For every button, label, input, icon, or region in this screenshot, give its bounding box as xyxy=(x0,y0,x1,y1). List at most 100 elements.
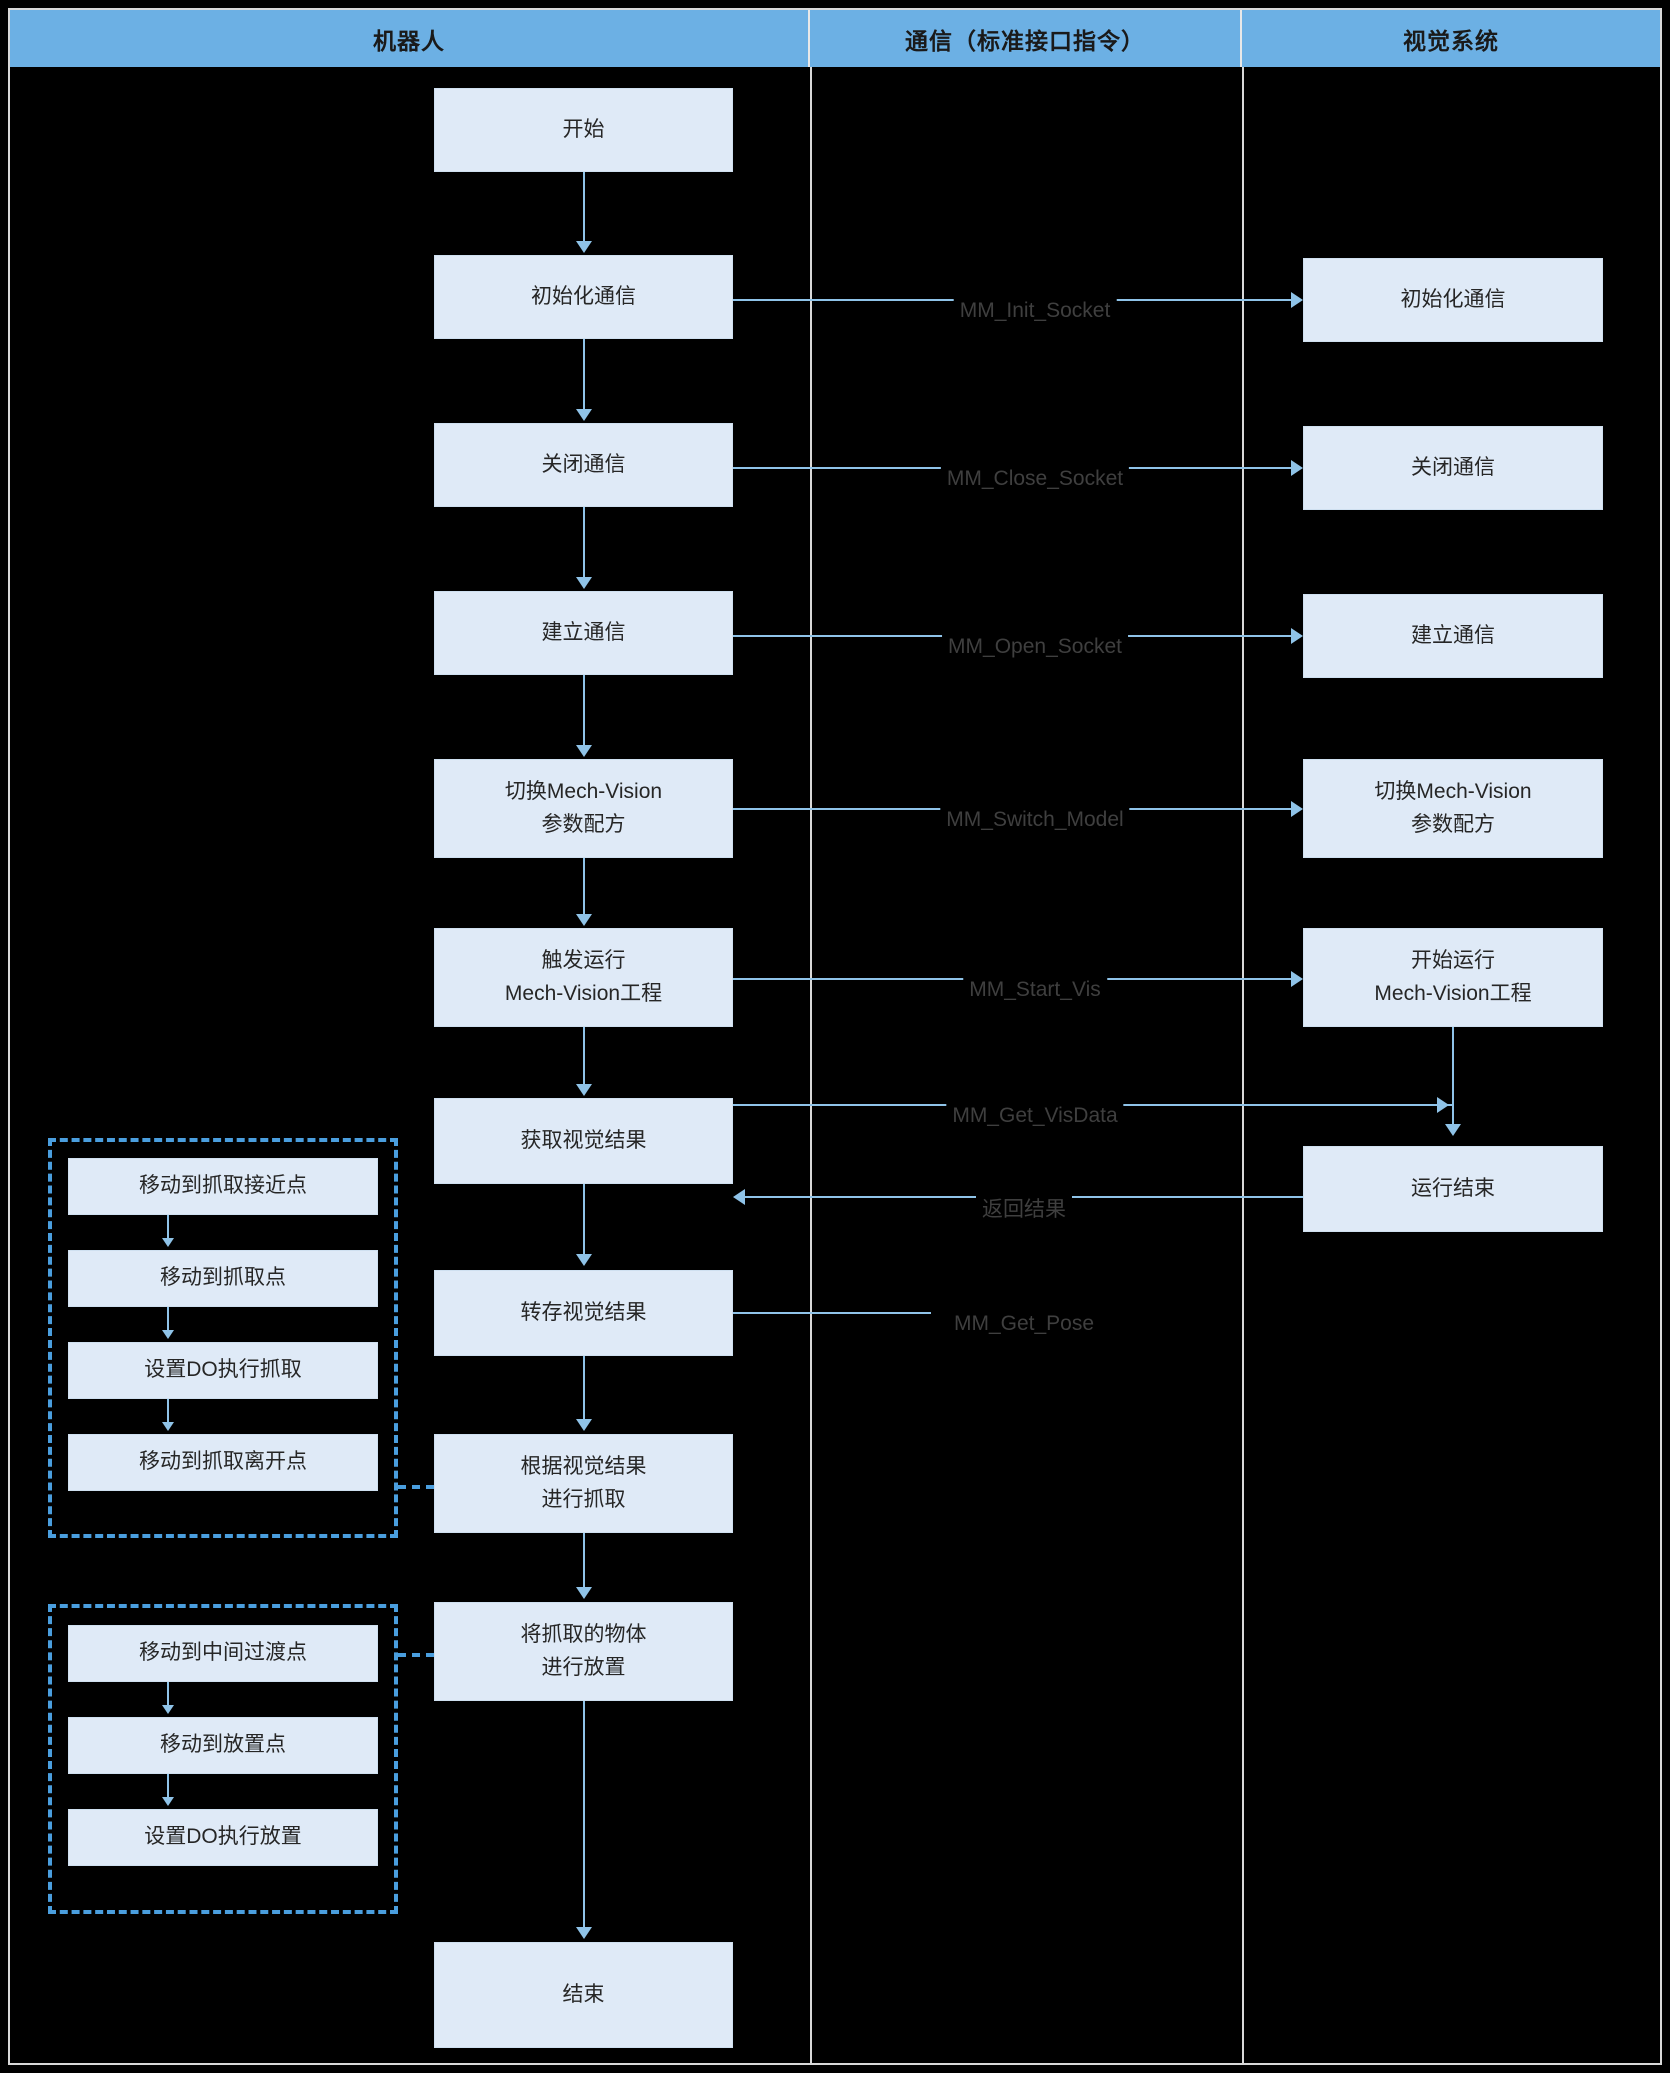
arrowhead-cmd-close xyxy=(1291,460,1303,476)
connector-cmd-getpose xyxy=(733,1312,931,1314)
arrowhead-trigger xyxy=(576,914,592,926)
cmd-label-get-visdata: MM_Get_VisData xyxy=(946,1104,1124,1128)
vision-node-init-comm-line-0: 初始化通信 xyxy=(1400,287,1506,311)
connector-close-to-open xyxy=(583,507,585,578)
node-trigger-vision-line-0: 触发运行 xyxy=(541,948,626,972)
node-open-comm-line-0: 建立通信 xyxy=(541,620,626,644)
pick-subprocess-group xyxy=(48,1138,398,1538)
cmd-label-return-result: 返回结果 xyxy=(976,1193,1072,1223)
node-open-comm[interactable]: 建立通信 xyxy=(434,591,733,675)
connector-pick-1 xyxy=(167,1215,169,1241)
arrowhead-end xyxy=(576,1927,592,1939)
cmd-label-start-vis: MM_Start_Vis xyxy=(963,978,1107,1002)
vision-node-open-comm[interactable]: 建立通信 xyxy=(1303,594,1603,678)
vision-node-close-comm[interactable]: 关闭通信 xyxy=(1303,426,1603,510)
lane-header-robot: 机器人 xyxy=(10,10,810,67)
connector-switch-to-trigger xyxy=(583,858,585,916)
place-step-mid[interactable]: 移动到中间过渡点 xyxy=(68,1625,378,1682)
arrowhead-cmd-getvisdata xyxy=(1437,1097,1449,1113)
node-do-pick-line-0: 根据视觉结果 xyxy=(520,1454,647,1478)
vision-node-run-project-line-1: Mech-Vision工程 xyxy=(1374,981,1532,1005)
node-do-place[interactable]: 将抓取的物体 进行放置 xyxy=(434,1602,733,1701)
cmd-label-get-pose: MM_Get_Pose xyxy=(947,1312,1101,1336)
connector-place-group-to-node xyxy=(398,1653,434,1657)
node-start[interactable]: 开始 xyxy=(434,88,733,172)
vision-node-run-finished[interactable]: 运行结束 xyxy=(1303,1146,1603,1232)
diagram-frame xyxy=(8,8,1662,2065)
node-close-comm[interactable]: 关闭通信 xyxy=(434,423,733,507)
cmd-label-switch-model: MM_Switch_Model xyxy=(940,808,1130,832)
node-get-vision-result-line-0: 获取视觉结果 xyxy=(520,1128,647,1152)
arrowhead-switch xyxy=(576,745,592,757)
arrowhead-place-2 xyxy=(162,1797,174,1806)
node-switch-model-line-0: 切换Mech-Vision xyxy=(504,779,663,803)
pick-step-set-do[interactable]: 设置DO执行抓取 xyxy=(68,1342,378,1399)
pick-step-set-do-label: 设置DO执行抓取 xyxy=(144,1358,302,1382)
node-init-comm[interactable]: 初始化通信 xyxy=(434,255,733,339)
vision-node-run-finished-line-0: 运行结束 xyxy=(1411,1176,1495,1200)
lane-header-vision-label: 视觉系统 xyxy=(1403,27,1499,54)
node-save-vision-result[interactable]: 转存视觉结果 xyxy=(434,1270,733,1356)
arrowhead-cmd-return xyxy=(733,1189,745,1205)
vision-node-run-project-line-0: 开始运行 xyxy=(1411,948,1495,972)
lane-header-vision: 视觉系统 xyxy=(1242,10,1660,67)
node-switch-model[interactable]: 切换Mech-Vision 参数配方 xyxy=(434,759,733,858)
lane-separator-1 xyxy=(810,67,812,2063)
cmd-label-init-socket: MM_Init_Socket xyxy=(953,299,1117,323)
arrowhead-cmd-start xyxy=(1291,971,1303,987)
pick-step-depart[interactable]: 移动到抓取离开点 xyxy=(68,1434,378,1491)
connector-init-to-close xyxy=(583,339,585,410)
vision-node-init-comm[interactable]: 初始化通信 xyxy=(1303,258,1603,342)
node-start-line-0: 开始 xyxy=(562,117,605,141)
vision-node-switch-model-line-0: 切换Mech-Vision xyxy=(1374,779,1532,803)
pick-step-point[interactable]: 移动到抓取点 xyxy=(68,1250,378,1307)
arrowhead-pick-2 xyxy=(162,1330,174,1339)
lane-header-band: 机器人 通信（标准接口指令） 视觉系统 xyxy=(10,10,1660,67)
vision-node-open-comm-line-0: 建立通信 xyxy=(1411,623,1495,647)
place-step-set-do-label: 设置DO执行放置 xyxy=(144,1825,302,1849)
arrowhead-cmd-init xyxy=(1291,292,1303,308)
node-trigger-vision[interactable]: 触发运行 Mech-Vision工程 xyxy=(434,928,733,1027)
node-do-place-line-0: 将抓取的物体 xyxy=(520,1622,647,1646)
node-get-vision-result[interactable]: 获取视觉结果 xyxy=(434,1098,733,1184)
vision-node-close-comm-line-0: 关闭通信 xyxy=(1411,455,1495,479)
cmd-label-open-socket: MM_Open_Socket xyxy=(942,635,1128,659)
node-init-comm-line-0: 初始化通信 xyxy=(531,284,636,308)
node-end-line-0: 结束 xyxy=(562,1982,605,2006)
pick-step-approach[interactable]: 移动到抓取接近点 xyxy=(68,1158,378,1215)
place-step-point[interactable]: 移动到放置点 xyxy=(68,1717,378,1774)
arrowhead-init xyxy=(576,241,592,253)
node-close-comm-line-0: 关闭通信 xyxy=(541,452,626,476)
arrowhead-place xyxy=(576,1587,592,1599)
vision-node-switch-model[interactable]: 切换Mech-Vision 参数配方 xyxy=(1303,759,1603,858)
cmd-label-close-socket: MM_Close_Socket xyxy=(940,467,1130,491)
connector-open-to-switch xyxy=(583,675,585,746)
arrowhead-pick xyxy=(576,1419,592,1431)
arrowhead-cmd-switch xyxy=(1291,801,1303,817)
arrowhead-open xyxy=(576,577,592,589)
lane-header-comm: 通信（标准接口指令） xyxy=(810,10,1242,67)
place-step-set-do[interactable]: 设置DO执行放置 xyxy=(68,1809,378,1866)
place-step-mid-label: 移动到中间过渡点 xyxy=(139,1641,307,1665)
vision-node-run-project[interactable]: 开始运行 Mech-Vision工程 xyxy=(1303,928,1603,1027)
connector-pick-2 xyxy=(167,1307,169,1333)
node-trigger-vision-line-1: Mech-Vision工程 xyxy=(504,981,663,1005)
arrowhead-place-1 xyxy=(162,1705,174,1714)
connector-getvis-to-savevis xyxy=(583,1184,585,1256)
vision-node-switch-model-line-1: 参数配方 xyxy=(1411,812,1495,836)
arrowhead-vision-done xyxy=(1445,1124,1461,1136)
node-end[interactable]: 结束 xyxy=(434,1942,733,2048)
connector-place-2 xyxy=(167,1774,169,1800)
node-do-pick[interactable]: 根据视觉结果 进行抓取 xyxy=(434,1434,733,1533)
pick-step-approach-label: 移动到抓取接近点 xyxy=(139,1174,307,1198)
arrowhead-pick-3 xyxy=(162,1422,174,1431)
connector-place-to-end xyxy=(583,1701,585,1929)
place-step-point-label: 移动到放置点 xyxy=(160,1733,286,1757)
connector-vision-run-to-done xyxy=(1452,1027,1454,1127)
connector-trigger-to-getvis xyxy=(583,1027,585,1085)
arrowhead-close xyxy=(576,409,592,421)
node-save-vision-result-line-0: 转存视觉结果 xyxy=(520,1300,647,1324)
lane-separator-2 xyxy=(1242,67,1244,2063)
arrowhead-pick-1 xyxy=(162,1238,174,1247)
